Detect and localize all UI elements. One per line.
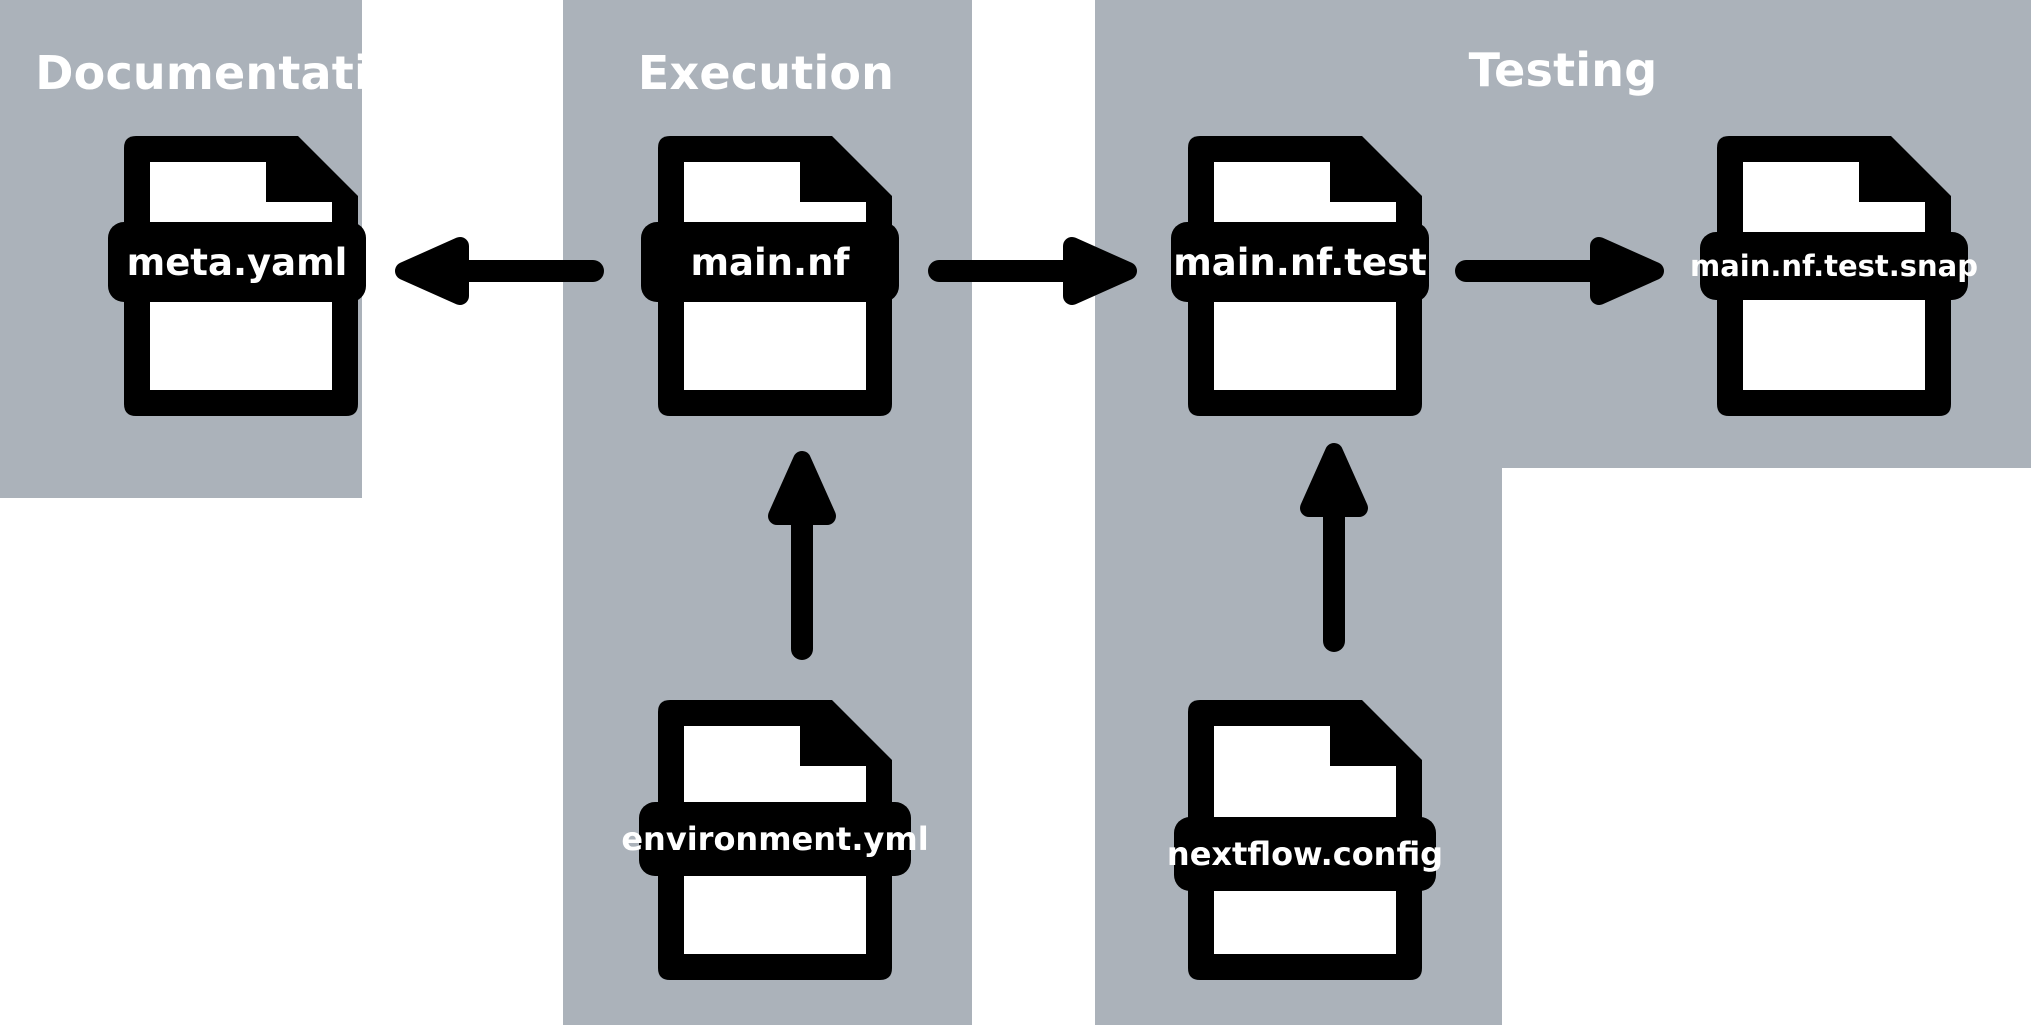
arrow-head <box>1300 443 1368 517</box>
arrow-nextflow-config-to-main-nf-test <box>1295 440 1373 652</box>
arrow-head <box>768 451 836 525</box>
arrow-head <box>395 237 469 305</box>
arrow-head <box>1063 237 1137 305</box>
panel-title-execution: Execution <box>637 46 895 100</box>
arrow-environment-yml-to-main-nf <box>763 448 841 660</box>
arrow-head <box>1590 237 1664 305</box>
panel-title-testing: Testing <box>1468 43 1658 97</box>
file-label-meta-yaml: meta.yaml <box>108 222 366 302</box>
file-label-main-nf-test-snap: main.nf.test.snap <box>1690 232 1978 300</box>
arrow-main-nf-test-to-snap <box>1455 232 1667 310</box>
file-label-main-nf: main.nf <box>641 222 899 302</box>
file-label-nextflow-config: nextflow.config <box>1167 817 1443 891</box>
file-label-environment-yml: environment.yml <box>621 802 929 876</box>
arrow-main-nf-to-main-nf-test <box>928 232 1140 310</box>
arrow-main-nf-to-meta-yaml <box>392 232 604 310</box>
file-label-main-nf-test: main.nf.test <box>1171 222 1429 302</box>
panel-title-documentation: Documentation <box>35 46 435 100</box>
